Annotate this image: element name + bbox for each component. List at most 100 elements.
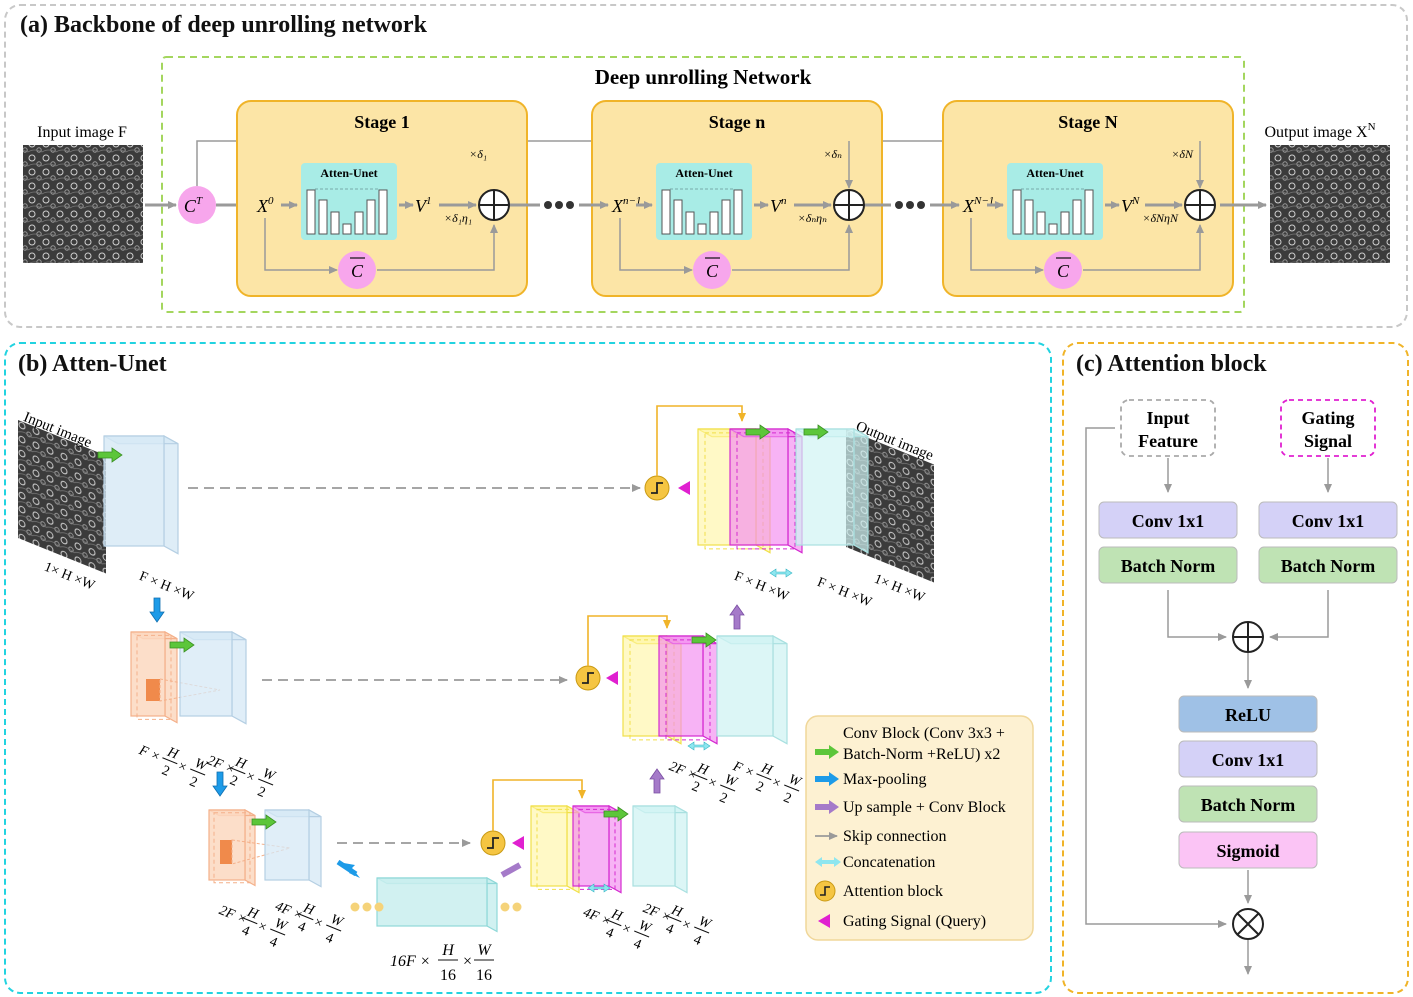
bn-dot-left-1	[362, 902, 372, 912]
cbar-label: C	[351, 261, 364, 281]
output-image-label: Output image XN	[1264, 121, 1375, 141]
svg-text:W: W	[328, 912, 346, 931]
conv-arrow-out	[803, 424, 829, 440]
svg-text:H: H	[300, 901, 317, 919]
cbar-node	[1044, 251, 1082, 289]
input-image-label: Input image F	[37, 124, 127, 141]
gating-signal-icon	[818, 914, 830, 928]
svg-text:×: ×	[256, 919, 269, 936]
stage-title: Stage N	[1058, 112, 1118, 132]
delta-label: ×δN	[1171, 147, 1194, 161]
atten-bar	[1072, 199, 1082, 235]
svg-text:×: ×	[312, 915, 325, 932]
conv-mid-label: Conv 1x1	[1212, 750, 1285, 770]
enc3b-slab	[264, 808, 322, 888]
stage-title: Stage 1	[354, 112, 410, 132]
delta-eta-label: ×δNηN	[1142, 211, 1179, 225]
atten-bar	[1060, 211, 1070, 235]
legend-label: Batch-Norm +ReLU) x2	[843, 746, 1000, 763]
bn-dot-right-0	[500, 902, 510, 912]
pool-arrow-2	[212, 771, 228, 797]
max-pooling-icon	[815, 772, 839, 786]
multiply-node	[1232, 908, 1264, 940]
cbar-in-line	[970, 218, 1044, 274]
atten-bar	[1048, 223, 1058, 235]
svg-text:×: ×	[176, 759, 189, 776]
atten-unet-label: Atten-Unet	[320, 166, 377, 180]
svg-text:W: W	[636, 918, 654, 937]
attention-dec1	[644, 475, 670, 501]
attn-link-dec2	[587, 615, 671, 666]
dim-enc2b: 2F ×H2×W2	[205, 753, 278, 801]
legend-label: Attention block	[843, 883, 943, 900]
svg-text:2: 2	[753, 779, 765, 796]
arrow-right-to-sum	[1269, 590, 1329, 641]
legend-label: Up sample + Conv Block	[843, 799, 1006, 816]
atten-bar	[366, 199, 376, 235]
bn-mid-label: Batch Norm	[1201, 795, 1295, 815]
atten-bar	[709, 211, 719, 235]
stage-v-output: V1	[415, 195, 432, 216]
svg-text:2: 2	[255, 784, 267, 801]
atten-bar	[318, 199, 328, 235]
bn-dot-left-0	[350, 902, 360, 912]
bn-right-label: Batch Norm	[1281, 556, 1375, 576]
dim-dec2a: 2F ×H2×W2	[667, 759, 740, 807]
network-box	[161, 56, 1245, 313]
stage-x-input: XN−1	[962, 195, 994, 216]
atten-bar	[1084, 189, 1094, 235]
conv-arrow-enc3	[251, 814, 277, 830]
unet-input-image	[18, 420, 106, 574]
svg-text:16: 16	[476, 967, 492, 984]
legend-item-0: Conv Block (Conv 3x3 +	[815, 725, 1005, 759]
atten-bar	[673, 199, 683, 235]
attn-link-dec3	[492, 779, 586, 831]
ellipsis-1	[544, 201, 574, 209]
svg-text:W: W	[477, 942, 492, 959]
atten-bar	[697, 223, 707, 235]
svg-text:H: H	[441, 942, 455, 959]
enc2-kernel	[146, 679, 160, 701]
svg-text:×: ×	[463, 953, 472, 970]
conv-arrow-dec3	[603, 806, 629, 822]
svg-text:2: 2	[781, 790, 793, 807]
conv-left-label: Conv 1x1	[1132, 511, 1205, 531]
dec2-cyan-slab	[716, 634, 788, 745]
panel-a-title: (a) Backbone of deep unrolling network	[20, 12, 427, 38]
relu-box	[1178, 695, 1318, 733]
bn-left-box	[1098, 546, 1238, 584]
cbar-in-line	[619, 218, 693, 274]
dim-bottleneck: 16F × H 16 × W 16	[390, 942, 494, 984]
conv-arrow-enc2	[169, 637, 195, 653]
atten-unet-label: Atten-Unet	[675, 166, 732, 180]
atten-bar	[685, 211, 695, 235]
panel-b-title: (b) Atten-Unet	[18, 351, 167, 377]
bn-mid-box	[1178, 785, 1318, 823]
enc2a-slab	[130, 630, 178, 724]
legend-item-5: Concatenation	[815, 854, 935, 871]
legend-box	[805, 715, 1034, 941]
delta-eta-label: ×δ₁η₁	[444, 211, 472, 225]
delta-eta-label: ×δₙηₙ	[798, 211, 827, 225]
cbar-node	[338, 251, 376, 289]
relu-label: ReLU	[1225, 705, 1271, 725]
cbar-out-line	[377, 224, 498, 271]
stage-v-output: VN	[1121, 195, 1140, 216]
dec1-magenta-slab	[729, 427, 803, 554]
legend-label: Max-pooling	[843, 771, 927, 788]
svg-text:×: ×	[770, 775, 783, 792]
legend-item-7: Gating Signal (Query)	[818, 913, 986, 930]
concat-dec1	[769, 568, 793, 578]
gating-dec2	[606, 671, 618, 685]
panel-c-title: (c) Attention block	[1076, 351, 1267, 377]
attention-dec3	[480, 830, 506, 856]
svg-text:W: W	[786, 772, 804, 791]
input-image	[23, 145, 143, 263]
enc2b-slab	[179, 630, 247, 725]
cbar-node	[693, 251, 731, 289]
attn-link-dec1	[656, 405, 746, 476]
sigmoid-box	[1178, 831, 1318, 869]
enc3-kernel-lines	[231, 839, 291, 865]
